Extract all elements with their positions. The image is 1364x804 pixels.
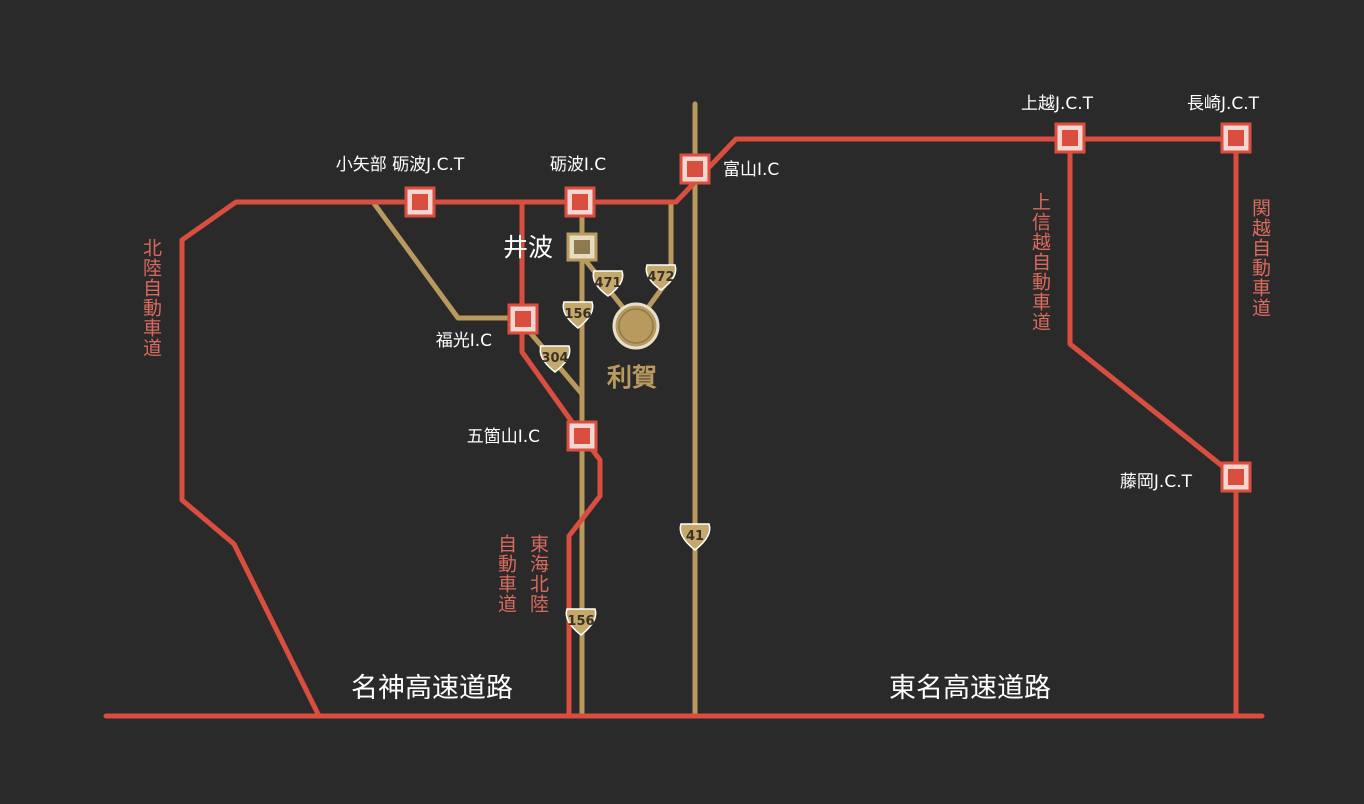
joshinetsu-label: 上信越自動車道: [1029, 192, 1051, 332]
fukumitsu-road: [370, 199, 525, 321]
tonami-ic-node[interactable]: [564, 186, 596, 218]
route-156-number-bottom: 156: [567, 614, 594, 629]
route-472-shield: 472: [645, 264, 677, 291]
route-304-number: 304: [541, 351, 568, 366]
kanetsu-label: 関越自動車道: [1249, 198, 1271, 318]
route-471-shield: 471: [592, 270, 624, 297]
tomei-label: 東名高速道路: [889, 673, 1051, 704]
toyama-ic-node[interactable]: [679, 153, 711, 185]
interchange-nodes: [404, 122, 1252, 493]
tonami-ic-label: 砺波I.C: [550, 155, 606, 175]
route-156-number-top: 156: [564, 307, 591, 322]
route-156-shield-bottom: 156: [565, 608, 597, 636]
fukumitsu-ic-label: 福光I.C: [436, 331, 492, 351]
inami-town-marker[interactable]: [566, 232, 598, 262]
tokai-hokuriku-line: [519, 199, 603, 719]
koyabe-jct-label: 小矢部 砺波J.C.T: [336, 155, 465, 175]
joshinetsu-line: [1067, 136, 1239, 480]
route-472-number: 472: [647, 270, 674, 285]
nagasaki-jct-node[interactable]: [1220, 122, 1252, 154]
toga-destination-marker[interactable]: [612, 302, 660, 350]
fukumitsu-ic-node[interactable]: [507, 303, 539, 335]
inami-label: 井波: [503, 233, 553, 262]
route-156-shield-top: 156: [562, 301, 594, 329]
fujioka-jct-label: 藤岡J.C.T: [1120, 472, 1193, 492]
expressways: [103, 136, 1265, 719]
toyama-ic-label: 富山I.C: [723, 160, 779, 180]
route-41-number: 41: [686, 529, 704, 544]
route-41-shield: 41: [679, 523, 711, 551]
tokai-hokuriku-label-b: 自動車道: [495, 534, 517, 614]
tokai-hokuriku-label-a: 東海北陸: [527, 534, 549, 614]
route-471-number: 471: [594, 276, 621, 291]
joetsu-jct-label: 上越J.C.T: [1021, 94, 1094, 114]
route-304-shield: 304: [539, 345, 571, 373]
gokayama-ic-node[interactable]: [566, 420, 598, 452]
gokayama-ic-label: 五箇山I.C: [467, 427, 540, 447]
joetsu-jct-node[interactable]: [1054, 122, 1086, 154]
fujioka-jct-node[interactable]: [1220, 461, 1252, 493]
hokuriku-expressway-line: [179, 136, 1239, 719]
meishin-label: 名神高速道路: [351, 673, 513, 704]
hokuriku-label: 北陸自動車道: [140, 238, 162, 358]
toga-label: 利賀: [607, 363, 657, 392]
nagasaki-jct-label: 長崎J.C.T: [1187, 94, 1260, 114]
koyabe-jct-node[interactable]: [404, 186, 436, 218]
